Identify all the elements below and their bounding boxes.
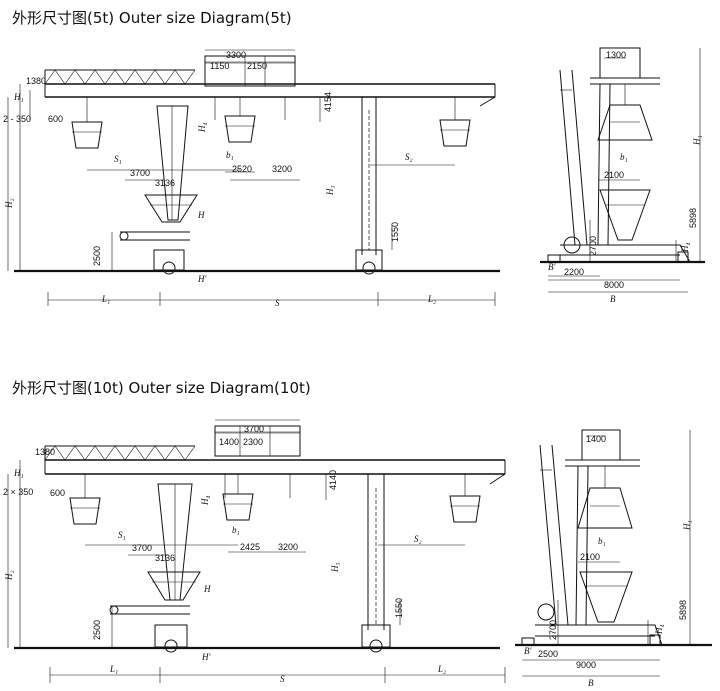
label-S2-10t: S₂ [414, 534, 422, 544]
grab-bucket-left-10t [69, 474, 101, 525]
grab-bucket-left [71, 97, 103, 149]
dim-1400: 1400 [219, 437, 239, 447]
side-view-5t: 1300 2100 5898 2700 2200 8000 H₁ H₄ b₁ B… [540, 47, 705, 304]
label-b1: b₁ [226, 150, 234, 160]
dim-2500: 2500 [92, 246, 102, 266]
dim-2500-side: 2500 [538, 649, 558, 659]
dim-1400-side: 1400 [586, 434, 606, 444]
dim-2100: 2100 [604, 170, 624, 180]
grab-bucket-right-10t [449, 474, 481, 523]
label-L2-10t: L₂ [437, 664, 446, 674]
dim-1380-10t: 1380 [35, 447, 55, 457]
dim-2700: 2700 [588, 236, 598, 256]
label-H2: H₂ [4, 198, 14, 209]
label-H2-10t: H₂ [4, 570, 14, 581]
dim-5898-10t: 5898 [678, 600, 688, 620]
dim-600-10t: 600 [50, 488, 65, 498]
label-side-B-prime-10t: B' [524, 646, 532, 656]
label-H-10t: H [203, 584, 211, 594]
dim-2150: 2150 [247, 61, 267, 71]
label-H1-left: H₁ [13, 92, 24, 102]
dim-1150: 1150 [210, 61, 229, 71]
label-L1: L₁ [101, 294, 110, 304]
dim-2300: 2300 [243, 437, 263, 447]
grab-bucket-center-10t [222, 474, 254, 521]
label-H3: H₃ [325, 185, 335, 196]
label-S: S [275, 298, 280, 308]
label-L2: L₂ [427, 294, 436, 304]
dim-3200-10t: 3200 [278, 542, 298, 552]
label-H1-left-10t: H₁ [13, 468, 24, 478]
side-view-10t: 1400 2100 5898 2700 2500 9000 H₁ H₄ b₁ B… [515, 429, 712, 688]
dim-2x350: 2 - 350 [3, 114, 31, 124]
label-side-B-10t: B [588, 678, 594, 688]
label-H4: H₄ [197, 122, 207, 133]
dim-3200: 3200 [272, 164, 292, 174]
label-side-H4-10t: H₄ [654, 624, 664, 635]
label-H3-10t: H₃ [330, 562, 340, 573]
label-H-prime: H' [197, 274, 207, 284]
dim-9000: 9000 [576, 660, 596, 670]
label-S2: S₂ [405, 152, 413, 162]
dim-2x350-10t: 2 × 350 [3, 487, 33, 497]
dim-2500-10t: 2500 [92, 620, 102, 640]
dim-3300: 3300 [226, 50, 246, 60]
label-S1-10t: S₁ [118, 530, 126, 540]
grab-bucket-center [224, 97, 256, 143]
front-view-10t: 3700 1400 2300 1380 2 × 350 600 3700 313… [3, 419, 506, 684]
label-S1: S₁ [114, 154, 122, 164]
dim-1550-10t: 1550 [394, 598, 404, 618]
diagram-title-10t: 外形尺寸图(10t) Outer size Diagram(10t) [12, 379, 311, 397]
dim-3700-10t: 3700 [132, 543, 152, 553]
dim-1550: 1550 [390, 222, 400, 242]
dim-3136-10t: 3136 [155, 553, 175, 563]
label-side-H1-10t: H₁ [682, 520, 692, 531]
dim-3136: 3136 [155, 178, 175, 188]
label-side-b1-10t: b₁ [598, 536, 606, 546]
label-b1-10t: b₁ [232, 525, 240, 535]
label-H4-10t: H₄ [200, 495, 210, 506]
dim-1380: 1380 [26, 76, 46, 86]
dim-4154: 4154 [323, 92, 333, 112]
dim-3700: 3700 [130, 168, 150, 178]
dim-2700-10t: 2700 [548, 620, 558, 640]
label-S-10t: S [280, 674, 285, 684]
dim-2520: 2520 [232, 164, 252, 174]
label-side-B: B [610, 294, 616, 304]
label-side-H1: H₁ [692, 135, 702, 146]
label-side-B-prime: B' [548, 262, 556, 272]
label-side-H4: H₄ [680, 242, 690, 253]
label-L1-10t: L₁ [109, 664, 118, 674]
dim-1300: 1300 [606, 50, 626, 60]
dim-5898: 5898 [688, 208, 698, 228]
dim-4140: 4140 [328, 470, 338, 490]
dim-2200: 2200 [564, 267, 584, 277]
label-H-prime-10t: H' [201, 652, 211, 662]
front-view-5t: 3300 1150 2150 1380 2 - 350 600 3700 313… [3, 49, 500, 308]
label-H: H [197, 210, 205, 220]
dim-600: 600 [48, 114, 63, 124]
dim-8000: 8000 [604, 280, 624, 290]
grab-bucket-right [439, 97, 471, 147]
dim-3700-top-10t: 3700 [244, 424, 264, 434]
dim-2100-10t: 2100 [580, 552, 600, 562]
diagram-title-5t: 外形尺寸图(5t) Outer size Diagram(5t) [12, 9, 292, 27]
dim-2425: 2425 [240, 542, 260, 552]
label-side-b1: b₁ [620, 152, 628, 162]
